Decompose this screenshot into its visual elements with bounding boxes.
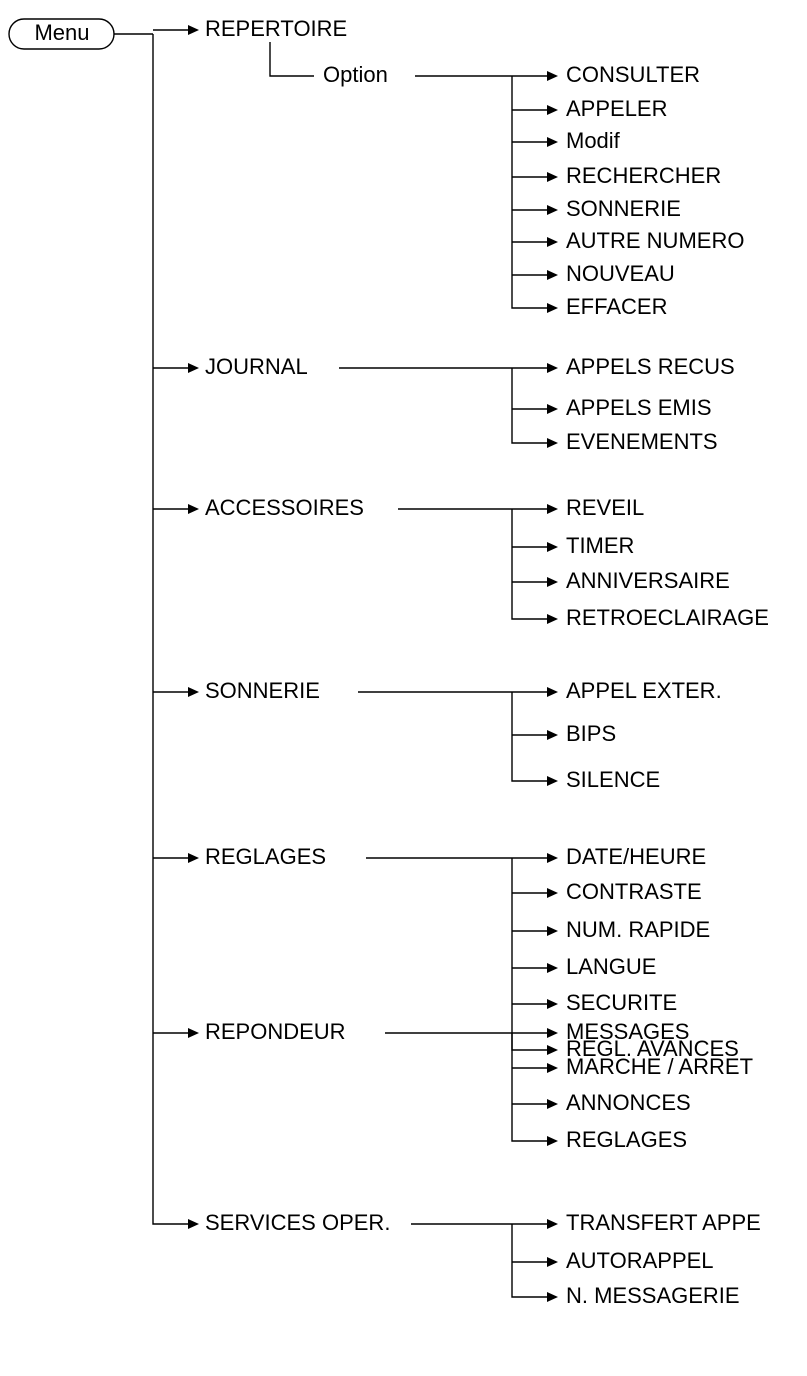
item-label-journal-evenements: EVENEMENTS xyxy=(566,429,718,454)
section-label-sonnerie: SONNERIE xyxy=(205,678,320,703)
item-accessoires-reveil-arrowhead xyxy=(547,504,558,514)
item-label-repondeur-messages: MESSAGES xyxy=(566,1019,689,1044)
item-repondeur-messages-arrowhead xyxy=(547,1028,558,1038)
item-label-accessoires-anniversaire: ANNIVERSAIRE xyxy=(566,568,730,593)
item-accessoires-timer-arrowhead xyxy=(547,542,558,552)
item-reglages-contraste-arrowhead xyxy=(547,888,558,898)
item-label-services-oper-transfert-appe: TRANSFERT APPE xyxy=(566,1210,761,1235)
section-repertoire-arrowhead xyxy=(188,25,199,35)
item-label-reglages-regl-avances: REGL. AVANCES xyxy=(566,1036,739,1061)
item-connector-sonnerie-silence xyxy=(511,771,556,782)
item-label-repertoire-appeler: APPELER xyxy=(566,96,668,121)
item-repertoire-effacer-arrowhead xyxy=(547,303,558,313)
item-journal-appels-recus-arrowhead xyxy=(547,363,558,373)
section-sonnerie-arrowhead xyxy=(188,687,199,697)
item-reglages-num-rapide-arrowhead xyxy=(547,926,558,936)
section-label-repertoire: REPERTOIRE xyxy=(205,16,347,41)
section-reglages-arrowhead xyxy=(188,853,199,863)
item-accessoires-retroeclairage-arrowhead xyxy=(547,614,558,624)
item-journal-evenements-arrowhead xyxy=(547,438,558,448)
item-services-oper-autorappel-arrowhead xyxy=(547,1257,558,1267)
item-label-repertoire-modif: Modif xyxy=(566,128,621,153)
item-connector-repondeur-reglages xyxy=(511,1131,556,1142)
section-journal-arrowhead xyxy=(188,363,199,373)
item-repertoire-autre-numero-arrowhead xyxy=(547,237,558,247)
item-sonnerie-bips-arrowhead xyxy=(547,730,558,740)
section-label-repondeur: REPONDEUR xyxy=(205,1019,346,1044)
section-accessoires-arrowhead xyxy=(188,504,199,514)
item-label-reglages-date-heure: DATE/HEURE xyxy=(566,844,706,869)
item-connector-accessoires-retroeclairage xyxy=(511,609,556,620)
item-repertoire-sonnerie-arrowhead xyxy=(547,205,558,215)
item-label-accessoires-timer: TIMER xyxy=(566,533,634,558)
item-label-sonnerie-silence: SILENCE xyxy=(566,767,660,792)
item-label-reglages-langue: LANGUE xyxy=(566,954,656,979)
option-elbow-connector xyxy=(269,42,314,77)
item-repondeur-marche-arret-arrowhead xyxy=(547,1063,558,1073)
item-connector-repertoire-effacer xyxy=(511,298,556,309)
item-label-repertoire-rechercher: RECHERCHER xyxy=(566,163,721,188)
section-label-accessoires: ACCESSOIRES xyxy=(205,495,364,520)
item-label-repertoire-autre-numero: AUTRE NUMERO xyxy=(566,228,744,253)
item-journal-appels-emis-arrowhead xyxy=(547,404,558,414)
root-menu-label: Menu xyxy=(34,20,89,45)
item-label-journal-appels-recus: APPELS RECUS xyxy=(566,354,735,379)
item-label-journal-appels-emis: APPELS EMIS xyxy=(566,395,712,420)
item-connector-journal-evenements xyxy=(511,433,556,444)
item-reglages-date-heure-arrowhead xyxy=(547,853,558,863)
item-label-services-oper-autorappel: AUTORAPPEL xyxy=(566,1248,714,1273)
item-services-oper-n-messagerie-arrowhead xyxy=(547,1292,558,1302)
item-repertoire-appeler-arrowhead xyxy=(547,105,558,115)
item-repondeur-reglages-arrowhead xyxy=(547,1136,558,1146)
section-services-oper-arrowhead xyxy=(188,1219,199,1229)
section-connector-services-oper xyxy=(152,1214,197,1225)
item-label-repertoire-effacer: EFFACER xyxy=(566,294,667,319)
section-label-services-oper: SERVICES OPER. xyxy=(205,1210,390,1235)
section-repondeur-arrowhead xyxy=(188,1028,199,1038)
item-accessoires-anniversaire-arrowhead xyxy=(547,577,558,587)
item-repertoire-modif-arrowhead xyxy=(547,137,558,147)
item-label-reglages-securite: SECURITE xyxy=(566,990,677,1015)
item-connector-services-oper-n-messagerie xyxy=(511,1287,556,1298)
item-reglages-regl-avances-arrowhead xyxy=(547,1045,558,1055)
item-label-services-oper-n-messagerie: N. MESSAGERIE xyxy=(566,1283,740,1308)
item-reglages-securite-arrowhead xyxy=(547,999,558,1009)
option-label: Option xyxy=(323,62,388,87)
item-reglages-langue-arrowhead xyxy=(547,963,558,973)
item-label-sonnerie-bips: BIPS xyxy=(566,721,616,746)
item-label-reglages-num-rapide: NUM. RAPIDE xyxy=(566,917,710,942)
item-label-repertoire-sonnerie: SONNERIE xyxy=(566,196,681,221)
item-label-repertoire-nouveau: NOUVEAU xyxy=(566,261,675,286)
item-label-accessoires-reveil: REVEIL xyxy=(566,495,644,520)
item-label-repondeur-reglages: REGLAGES xyxy=(566,1127,687,1152)
section-label-journal: JOURNAL xyxy=(205,354,308,379)
item-repertoire-rechercher-arrowhead xyxy=(547,172,558,182)
item-label-repondeur-marche-arret: MARCHE / ARRET xyxy=(566,1054,753,1079)
item-sonnerie-silence-arrowhead xyxy=(547,776,558,786)
item-services-oper-transfert-appe-arrowhead xyxy=(547,1219,558,1229)
item-label-repertoire-consulter: CONSULTER xyxy=(566,62,700,87)
item-label-sonnerie-appel-exter: APPEL EXTER. xyxy=(566,678,722,703)
section-label-reglages: REGLAGES xyxy=(205,844,326,869)
item-repondeur-annonces-arrowhead xyxy=(547,1099,558,1109)
item-label-repondeur-annonces: ANNONCES xyxy=(566,1090,691,1115)
item-repertoire-nouveau-arrowhead xyxy=(547,270,558,280)
item-label-reglages-contraste: CONTRASTE xyxy=(566,879,702,904)
item-label-accessoires-retroeclairage: RETROECLAIRAGE xyxy=(566,605,769,630)
item-sonnerie-appel-exter-arrowhead xyxy=(547,687,558,697)
item-repertoire-consulter-arrowhead xyxy=(547,71,558,81)
